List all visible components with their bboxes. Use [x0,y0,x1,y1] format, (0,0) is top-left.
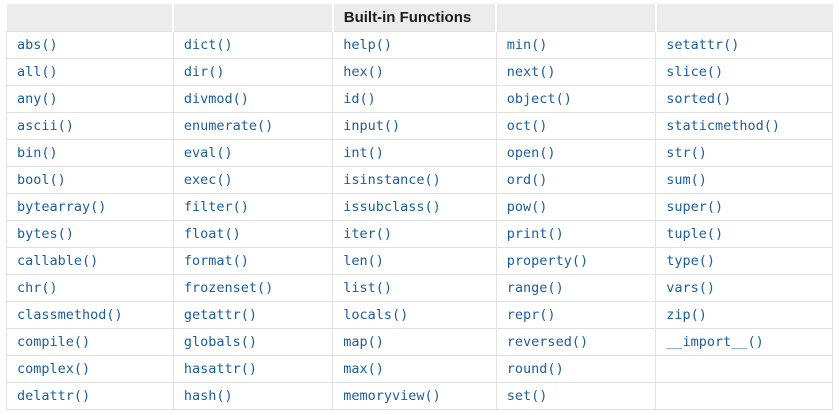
header-cell-empty [654,4,833,32]
function-link-callable[interactable]: callable() [6,247,174,275]
function-link-repr[interactable]: repr() [495,301,657,329]
function-link-slice[interactable]: slice() [655,58,833,86]
function-link-help[interactable]: help() [332,31,497,59]
function-link-set[interactable]: set() [495,382,657,410]
function-link-divmod[interactable]: divmod() [172,85,334,113]
function-link-input[interactable]: input() [332,112,497,140]
empty-cell [655,382,833,410]
function-link-object[interactable]: object() [495,85,657,113]
function-link-chr[interactable]: chr() [6,274,174,302]
function-link-frozenset[interactable]: frozenset() [172,274,334,302]
function-link-sum[interactable]: sum() [655,166,833,194]
function-link-hash[interactable]: hash() [172,382,334,410]
function-link-memoryview[interactable]: memoryview() [332,382,497,410]
function-link-complex[interactable]: complex() [6,355,174,383]
function-link-eval[interactable]: eval() [172,139,334,167]
function-link-id[interactable]: id() [332,85,497,113]
function-link-len[interactable]: len() [332,247,497,275]
function-link-min[interactable]: min() [495,31,657,59]
function-link-import[interactable]: __import__() [655,328,833,356]
table-row: chr() frozenset() list() range() vars() [6,274,833,302]
function-link-oct[interactable]: oct() [495,112,657,140]
function-link-all[interactable]: all() [6,58,174,86]
table-row: ascii() enumerate() input() oct() static… [6,112,833,140]
function-link-map[interactable]: map() [332,328,497,356]
builtin-functions-table: Built-in Functions abs() dict() help() m… [6,4,833,410]
function-link-globals[interactable]: globals() [172,328,334,356]
function-link-bytes[interactable]: bytes() [6,220,174,248]
function-link-hasattr[interactable]: hasattr() [172,355,334,383]
function-link-open[interactable]: open() [495,139,657,167]
function-link-bin[interactable]: bin() [6,139,174,167]
function-link-reversed[interactable]: reversed() [495,328,657,356]
function-link-locals[interactable]: locals() [332,301,497,329]
function-link-issubclass[interactable]: issubclass() [332,193,497,221]
function-link-dict[interactable]: dict() [172,31,334,59]
function-link-enumerate[interactable]: enumerate() [172,112,334,140]
function-link-filter[interactable]: filter() [172,193,334,221]
function-link-tuple[interactable]: tuple() [655,220,833,248]
function-link-delattr[interactable]: delattr() [6,382,174,410]
function-link-exec[interactable]: exec() [172,166,334,194]
function-link-format[interactable]: format() [172,247,334,275]
table-header-row: Built-in Functions [6,4,833,32]
function-link-range[interactable]: range() [495,274,657,302]
table-row: bin() eval() int() open() str() [6,139,833,167]
header-cell-empty [6,4,175,32]
function-link-hex[interactable]: hex() [332,58,497,86]
table-row: bytearray() filter() issubclass() pow() … [6,193,833,221]
function-link-iter[interactable]: iter() [332,220,497,248]
table-row: delattr() hash() memoryview() set() [6,382,833,410]
function-link-type[interactable]: type() [655,247,833,275]
function-link-ord[interactable]: ord() [495,166,657,194]
function-link-abs[interactable]: abs() [6,31,174,59]
function-link-property[interactable]: property() [495,247,657,275]
empty-cell [655,355,833,383]
function-link-list[interactable]: list() [332,274,497,302]
function-link-classmethod[interactable]: classmethod() [6,301,174,329]
function-link-super[interactable]: super() [655,193,833,221]
table-row: callable() format() len() property() typ… [6,247,833,275]
table-row: abs() dict() help() min() setattr() [6,31,833,59]
function-link-setattr[interactable]: setattr() [655,31,833,59]
function-link-max[interactable]: max() [332,355,497,383]
function-link-any[interactable]: any() [6,85,174,113]
function-link-ascii[interactable]: ascii() [6,112,174,140]
function-link-compile[interactable]: compile() [6,328,174,356]
table-row: all() dir() hex() next() slice() [6,58,833,86]
table-title: Built-in Functions [331,4,498,32]
function-link-next[interactable]: next() [495,58,657,86]
function-link-isinstance[interactable]: isinstance() [332,166,497,194]
function-link-bool[interactable]: bool() [6,166,174,194]
function-link-round[interactable]: round() [495,355,657,383]
function-link-str[interactable]: str() [655,139,833,167]
table-row: complex() hasattr() max() round() [6,355,833,383]
function-link-int[interactable]: int() [332,139,497,167]
header-cell-empty [172,4,334,32]
header-cell-empty [495,4,657,32]
function-link-getattr[interactable]: getattr() [172,301,334,329]
function-link-dir[interactable]: dir() [172,58,334,86]
function-link-sorted[interactable]: sorted() [655,85,833,113]
table-row: classmethod() getattr() locals() repr() … [6,301,833,329]
table-row: any() divmod() id() object() sorted() [6,85,833,113]
table-row: bytes() float() iter() print() tuple() [6,220,833,248]
function-link-vars[interactable]: vars() [655,274,833,302]
function-link-print[interactable]: print() [495,220,657,248]
function-link-staticmethod[interactable]: staticmethod() [655,112,833,140]
table-row: compile() globals() map() reversed() __i… [6,328,833,356]
function-link-zip[interactable]: zip() [655,301,833,329]
function-link-pow[interactable]: pow() [495,193,657,221]
function-link-bytearray[interactable]: bytearray() [6,193,174,221]
function-link-float[interactable]: float() [172,220,334,248]
table-row: bool() exec() isinstance() ord() sum() [6,166,833,194]
